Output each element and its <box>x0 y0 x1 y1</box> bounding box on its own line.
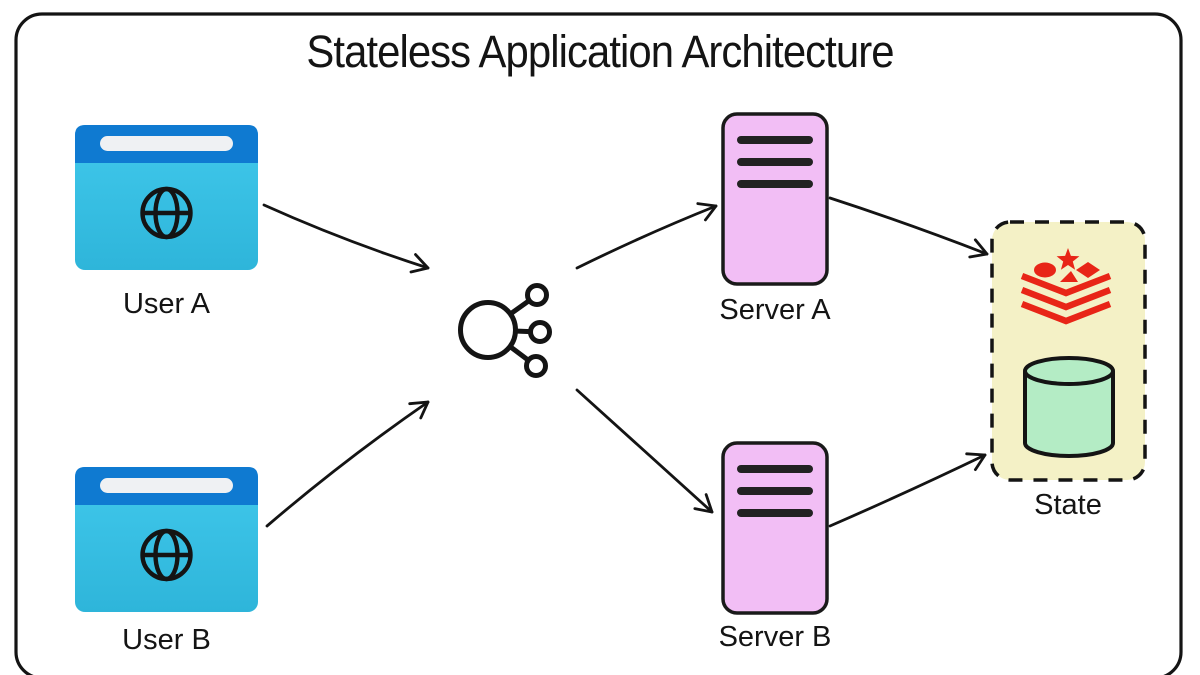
arrow-user-b-to-load-balancer <box>265 400 430 528</box>
server-a-label: Server A <box>719 294 831 326</box>
redis-icon <box>1020 248 1112 325</box>
load-balancer-icon <box>458 283 552 378</box>
server-b-node <box>721 441 829 615</box>
state-node <box>990 220 1147 482</box>
arrow-server-b-to-state <box>828 452 987 528</box>
diagram-border <box>14 12 1183 675</box>
user-a-label: User A <box>122 288 211 320</box>
server-a-node <box>721 112 829 286</box>
arrow-server-a-to-state <box>828 196 989 259</box>
arrow-load-balancer-to-server-b <box>575 388 714 514</box>
load-balancer-node <box>458 283 552 378</box>
browser-icon <box>75 125 258 270</box>
user-a-node <box>75 125 258 270</box>
user-b-node <box>75 467 258 612</box>
server-icon <box>721 112 829 286</box>
server-b-label: Server B <box>718 621 832 653</box>
user-b-label: User B <box>122 624 211 656</box>
diagram-title: Stateless Application Architecture <box>306 26 894 77</box>
database-cylinder-icon <box>1023 356 1115 458</box>
browser-icon <box>75 467 258 612</box>
arrow-load-balancer-to-server-a <box>575 202 718 270</box>
server-icon <box>721 441 829 615</box>
state-label: State <box>1034 489 1102 521</box>
arrow-user-a-to-load-balancer <box>262 203 430 274</box>
